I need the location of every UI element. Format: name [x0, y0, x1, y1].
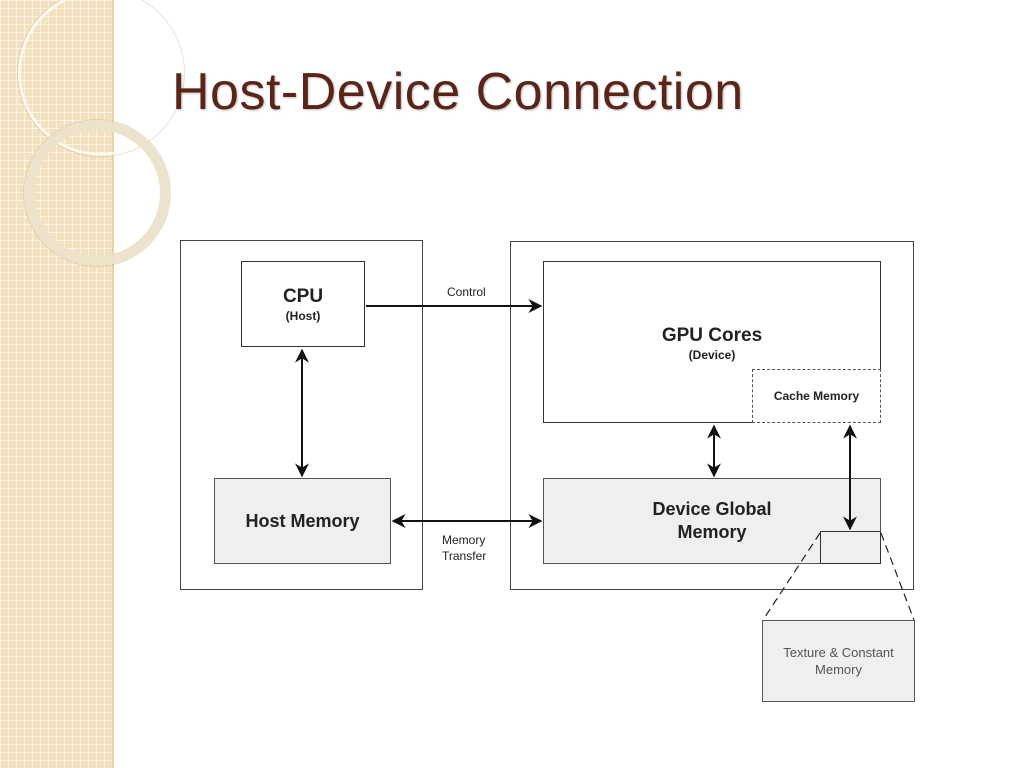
device-global-memory-label-line2: Memory [677, 522, 747, 542]
slide-title: Host-Device Connection [172, 63, 744, 121]
decorative-ring [24, 120, 170, 266]
texture-constant-memory-label-line2: Memory [815, 662, 862, 677]
host-memory-label: Host Memory [245, 510, 360, 531]
host-frame [180, 240, 423, 590]
cache-memory-box: Cache Memory [752, 369, 881, 423]
cpu-sublabel: (Host) [285, 308, 321, 323]
gpu-cores-sublabel: (Device) [688, 348, 736, 362]
texture-constant-memory-box: Texture & Constant Memory [762, 620, 915, 702]
zoom-line-left [762, 532, 821, 621]
memory-transfer-label-line1: Memory [442, 533, 486, 547]
control-edge-label: Control [447, 285, 486, 299]
texture-memory-segment [820, 531, 881, 564]
device-global-memory-label-line1: Device Global [652, 499, 772, 519]
host-memory-box: Host Memory [214, 478, 391, 564]
cache-memory-label: Cache Memory [773, 389, 860, 403]
cpu-box: CPU (Host) [241, 261, 365, 347]
device-frame [510, 241, 914, 590]
cpu-label: CPU [282, 285, 324, 307]
memory-transfer-label-line2: Transfer [442, 549, 487, 563]
texture-constant-memory-label-line1: Texture & Constant [783, 645, 894, 660]
gpu-cores-label: GPU Cores [661, 325, 763, 346]
zoom-line-right [880, 532, 915, 621]
